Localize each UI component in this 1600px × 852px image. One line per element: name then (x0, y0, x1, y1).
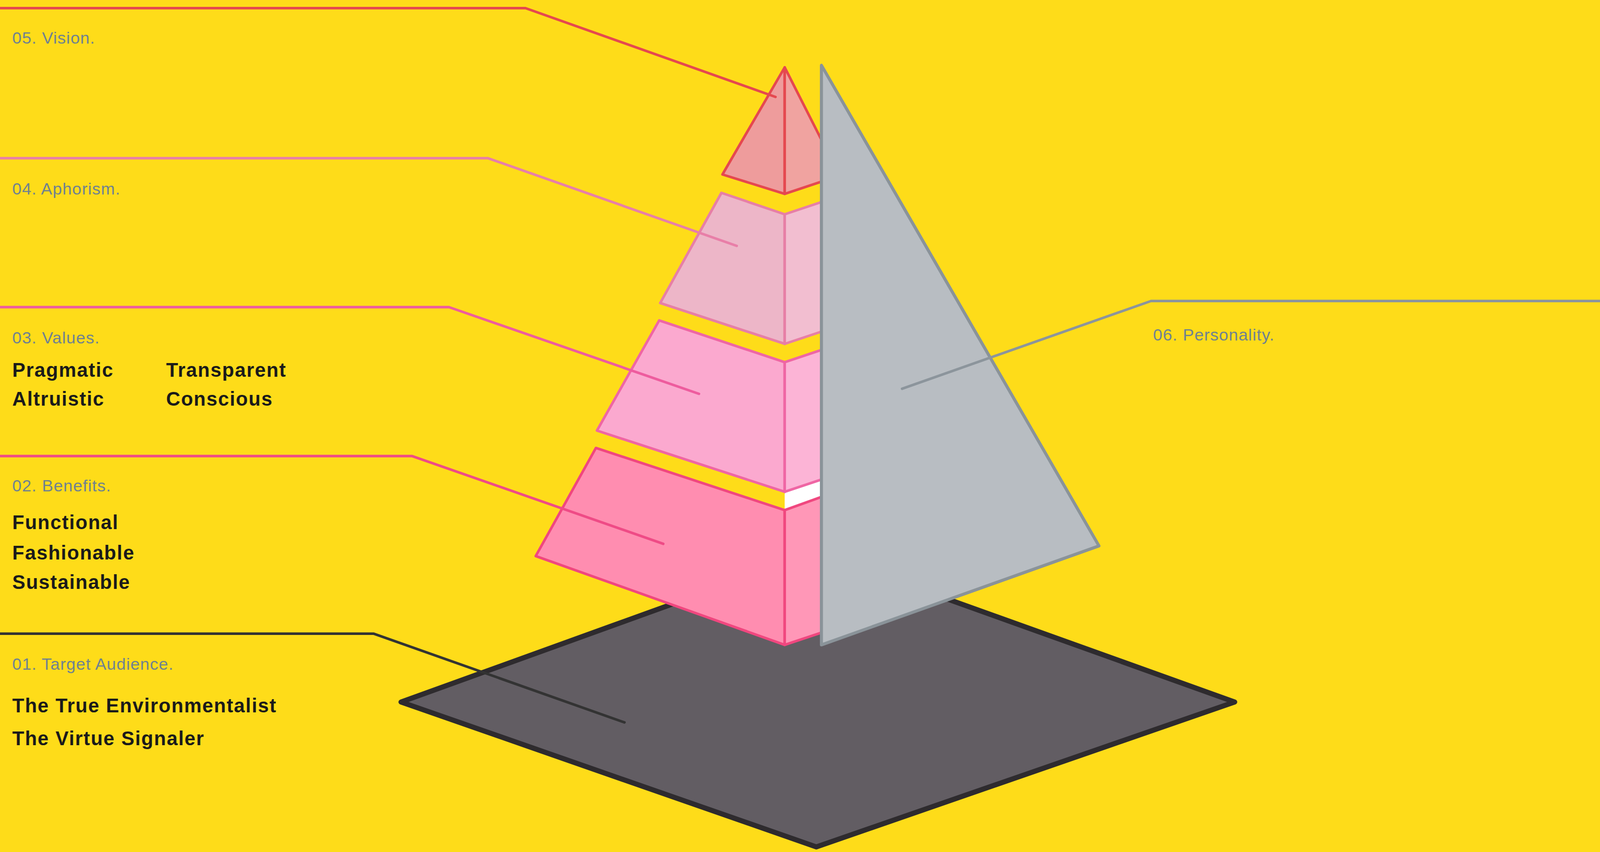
leader-line (0, 8, 776, 98)
layer-vision-left (722, 67, 785, 194)
layer-item: Fashionable (12, 541, 135, 565)
leader-line (0, 456, 664, 544)
layer-benefits-right (784, 496, 822, 645)
layer-item: The True Environmentalist (12, 693, 277, 718)
layer-item: Sustainable (12, 570, 131, 594)
layer-title: 02. Benefits. (12, 475, 112, 496)
layer-item: Altruistic (12, 387, 105, 411)
leader-line (0, 633, 625, 723)
layer-aphorism-left (660, 193, 785, 345)
layer-title: 05. Vision. (12, 27, 96, 49)
layer-values-right (784, 349, 822, 492)
personality-face (821, 65, 1099, 645)
layer-title: 04. Aphorism. (12, 178, 121, 199)
layer-values-left (596, 320, 785, 493)
layer-item: Functional (12, 510, 119, 535)
layer-vision-right (784, 67, 822, 194)
layer-title: 06. Personality. (1153, 324, 1275, 345)
leader-line (902, 300, 1600, 389)
layer-title: 03. Values. (12, 327, 100, 348)
layer-item: The Virtue Signaler (12, 726, 205, 751)
layer-item: Pragmatic (12, 358, 114, 382)
layer-title: 01. Target Audience. (12, 654, 174, 675)
layer-aphorism-right (784, 201, 822, 344)
layer-item: Conscious (166, 387, 273, 411)
leader-line (0, 158, 737, 247)
layer-item: Transparent (166, 358, 287, 382)
leader-line (0, 307, 699, 394)
